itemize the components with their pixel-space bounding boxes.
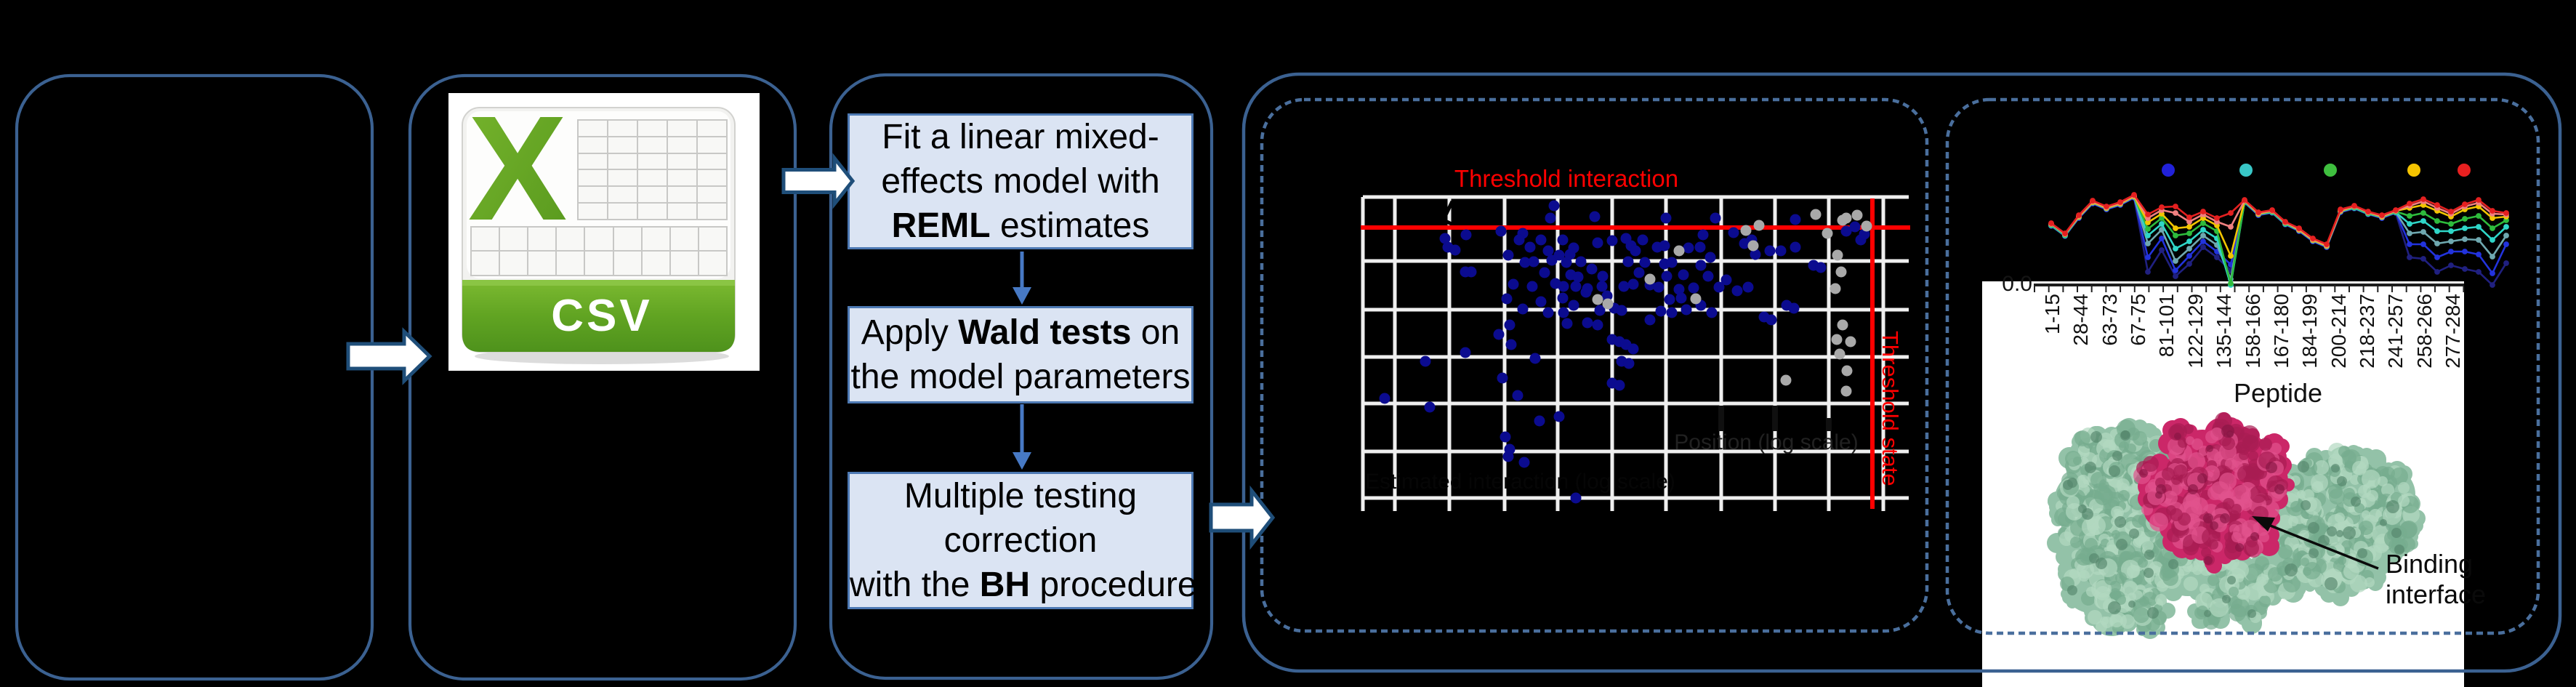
svg-text:184-199: 184-199 [2298, 294, 2321, 369]
svg-text:241-257: 241-257 [2384, 294, 2407, 369]
svg-text:Threshold state: Threshold state [1877, 331, 1903, 486]
svg-text:interface: interface [2386, 579, 2486, 609]
svg-text:158-166: 158-166 [2242, 294, 2264, 369]
svg-text:28-44: 28-44 [2069, 294, 2092, 346]
svg-text:258-266: 258-266 [2413, 294, 2436, 369]
svg-text:63-73: 63-73 [2098, 294, 2121, 346]
svg-text:CSV: CSV [551, 291, 652, 341]
svg-text:277-284: 277-284 [2442, 294, 2464, 369]
svg-text:218-237: 218-237 [2356, 294, 2378, 369]
svg-text:167-180: 167-180 [2270, 294, 2293, 369]
svg-text:Peptide: Peptide [2234, 378, 2322, 408]
svg-text:122-129: 122-129 [2184, 294, 2207, 369]
svg-text:Estimated interaction (log sca: Estimated interaction (log scale) [1365, 470, 1675, 494]
svg-text:Threshold interaction: Threshold interaction [1454, 165, 1678, 192]
svg-text:67-75: 67-75 [2127, 294, 2149, 346]
svg-text:Binding: Binding [2386, 549, 2473, 579]
svg-text:135-144: 135-144 [2213, 294, 2235, 369]
svg-text:X: X [468, 85, 568, 252]
svg-text:1-15: 1-15 [2041, 294, 2064, 334]
svg-text:200-214: 200-214 [2327, 294, 2350, 369]
svg-text:0.0: 0.0 [2002, 272, 2032, 296]
svg-text:81-101: 81-101 [2155, 294, 2178, 357]
svg-text:Position (log scale): Position (log scale) [1674, 430, 1858, 454]
